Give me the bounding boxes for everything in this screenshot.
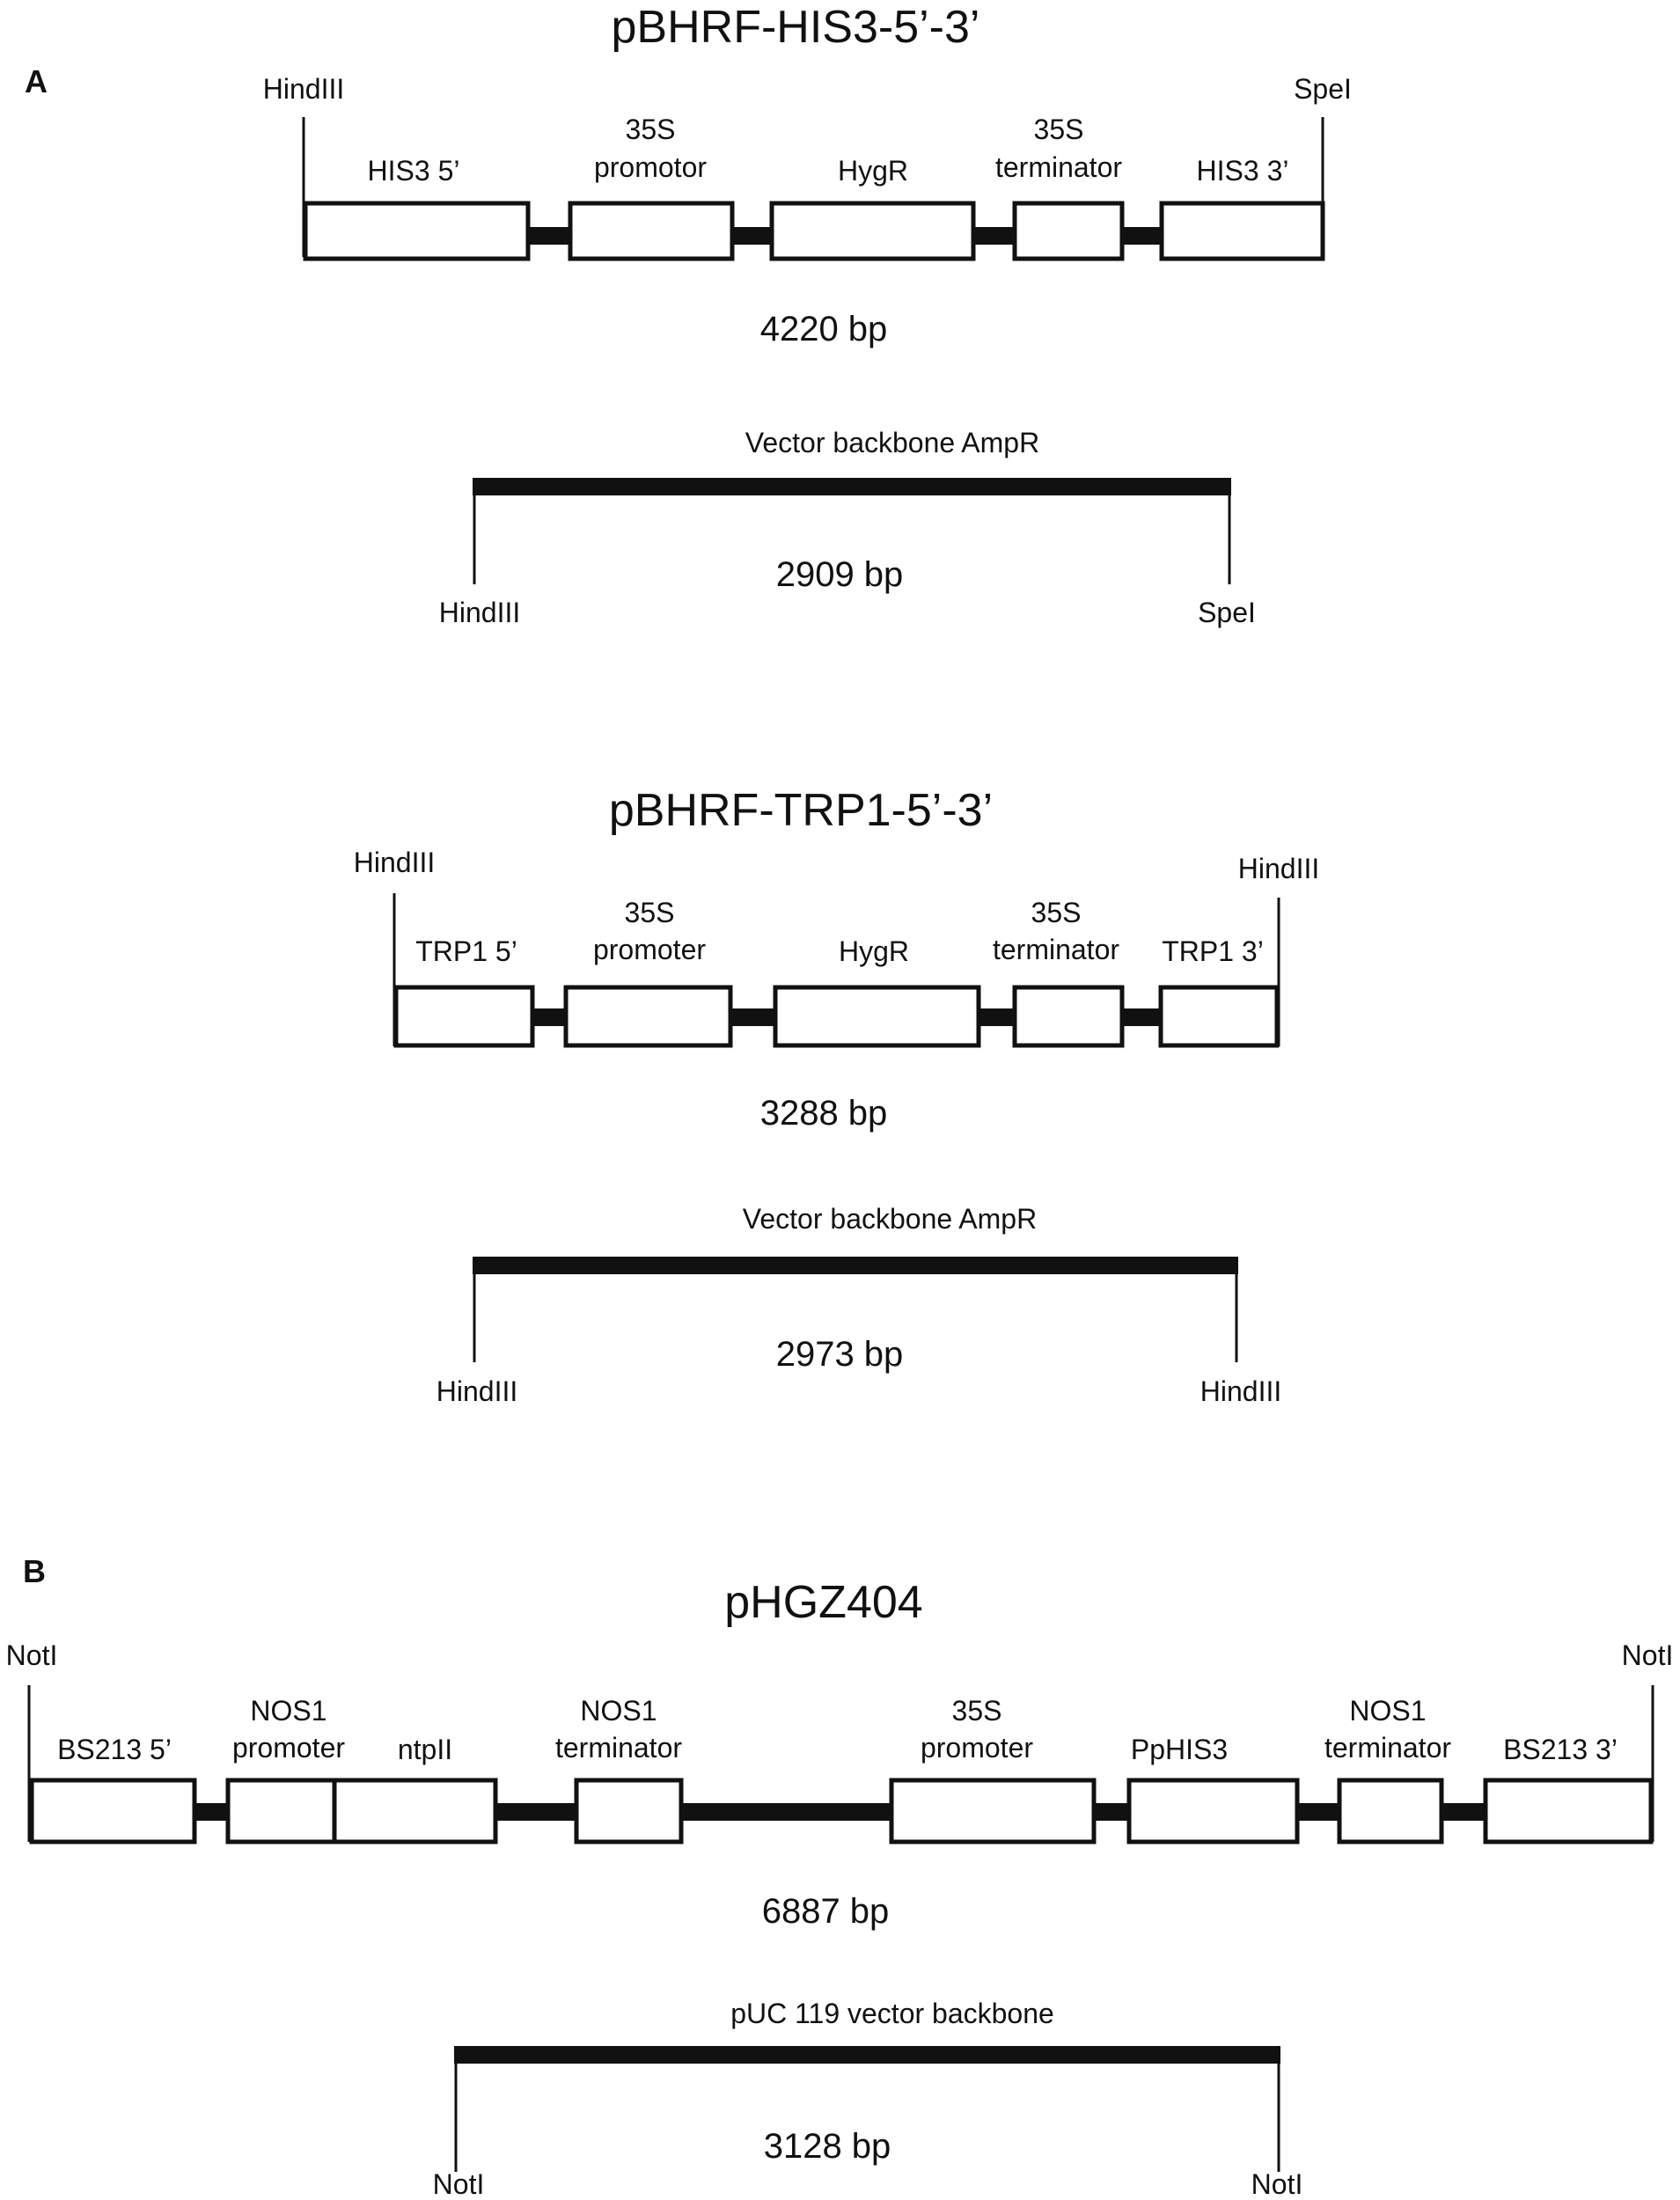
linker <box>532 1008 566 1026</box>
linker <box>1442 1803 1486 1821</box>
element-trp1-5 <box>393 985 535 1048</box>
element-label: promoter <box>593 934 706 965</box>
backbone-left-site: HindIII <box>437 1375 517 1407</box>
element-hygr <box>773 985 981 1048</box>
linker <box>730 1008 775 1026</box>
element-label: 35S <box>1034 114 1084 145</box>
linker <box>1094 1803 1129 1821</box>
backbone-size: 2909 bp <box>776 555 904 594</box>
construct-his3: pBHRF-HIS3-5’-3’ HindIII SpeI HIS3 5’ 35… <box>263 2 1352 628</box>
element-label: HIS3 3’ <box>1197 155 1289 187</box>
backbone-left-site: HindIII <box>439 597 520 628</box>
construct-phgz404: pHGZ404 NotI NotI BS213 5’ NOS1 promoter… <box>6 1577 1674 2200</box>
backbone-bar <box>454 2046 1280 2064</box>
linker <box>194 1803 228 1821</box>
element-label: BS213 3’ <box>1503 1734 1618 1765</box>
backbone-label: Vector backbone AmpR <box>743 1203 1037 1235</box>
backbone-size: 2973 bp <box>776 1335 904 1374</box>
element-label: promoter <box>232 1732 345 1764</box>
panel-label-b: B <box>23 1553 46 1589</box>
element-35s-promoter <box>563 985 733 1048</box>
element-nos1-terminator <box>574 1778 684 1844</box>
element-label: 35S <box>952 1695 1002 1727</box>
construct-trp1: pBHRF-TRP1-5’-3’ HindIII HindIII TRP1 5’… <box>354 785 1319 1407</box>
element-hygr <box>769 201 976 261</box>
construct-title: pHGZ404 <box>724 1577 922 1628</box>
element-pphis3 <box>1126 1778 1300 1844</box>
element-35s-terminator <box>1012 985 1125 1048</box>
backbone-bar <box>473 1257 1238 1274</box>
element-label: TRP1 5’ <box>415 935 517 967</box>
element-label: ntpII <box>398 1734 452 1765</box>
left-restriction-site: HindIII <box>354 847 435 878</box>
backbone-label: pUC 119 vector backbone <box>730 1998 1054 2029</box>
construct-title: pBHRF-HIS3-5’-3’ <box>612 2 980 53</box>
linker <box>1122 227 1162 245</box>
backbone-left-site: NotI <box>433 2168 485 2200</box>
element-ntpii <box>332 1778 498 1844</box>
element-label: NOS1 <box>250 1695 326 1727</box>
element-nos1-terminator <box>1337 1778 1444 1844</box>
backbone-bar <box>473 478 1231 495</box>
element-35s-terminator <box>1012 201 1125 261</box>
right-restriction-site: HindIII <box>1238 853 1319 884</box>
backbone-size: 3128 bp <box>764 2127 891 2166</box>
element-label: promotor <box>594 151 707 183</box>
left-restriction-site: NotI <box>6 1639 58 1671</box>
element-label: 35S <box>1031 897 1082 928</box>
construct-size: 6887 bp <box>762 1892 890 1931</box>
element-nos1-promoter <box>225 1778 337 1844</box>
left-restriction-site: HindIII <box>263 73 344 105</box>
element-label: 35S <box>625 897 675 928</box>
linker <box>973 227 1015 245</box>
element-label: NOS1 <box>1349 1695 1426 1727</box>
element-label: terminator <box>555 1732 682 1764</box>
right-restriction-site: NotI <box>1622 1639 1674 1671</box>
linker <box>681 1803 891 1821</box>
element-label: HIS3 5’ <box>368 155 460 187</box>
backbone-right-site: HindIII <box>1200 1375 1281 1407</box>
element-label: PpHIS3 <box>1131 1734 1228 1765</box>
construct-title: pBHRF-TRP1-5’-3’ <box>609 785 993 836</box>
element-label: HygR <box>839 935 909 967</box>
element-trp1-3 <box>1158 985 1280 1048</box>
element-label: terminator <box>1324 1732 1451 1764</box>
linker <box>495 1803 576 1821</box>
linker <box>528 227 570 245</box>
construct-size: 3288 bp <box>760 1094 888 1133</box>
backbone-right-site: NotI <box>1251 2168 1303 2200</box>
element-35s-promotor <box>568 201 735 261</box>
construct-size: 4220 bp <box>760 310 888 348</box>
element-label: terminator <box>995 151 1122 183</box>
panel-label-a: A <box>25 63 48 99</box>
element-label: NOS1 <box>580 1695 657 1727</box>
element-bs213-3 <box>1483 1778 1654 1844</box>
linker <box>732 227 772 245</box>
backbone-label: Vector backbone AmpR <box>745 427 1039 458</box>
element-his3-5 <box>303 201 531 261</box>
linker <box>1297 1803 1339 1821</box>
element-label: 35S <box>626 114 676 145</box>
element-label: promoter <box>921 1732 1033 1764</box>
element-label: BS213 5’ <box>57 1734 172 1765</box>
linker <box>979 1008 1015 1026</box>
right-restriction-site: SpeI <box>1294 73 1352 105</box>
element-bs213-5 <box>29 1778 197 1844</box>
element-label: HygR <box>838 155 908 187</box>
element-label: terminator <box>993 934 1119 965</box>
element-35s-promoter <box>889 1778 1097 1844</box>
element-label: TRP1 3’ <box>1162 935 1264 967</box>
linker <box>1122 1008 1161 1026</box>
element-his3-3 <box>1159 201 1325 261</box>
backbone-right-site: SpeI <box>1198 597 1256 628</box>
